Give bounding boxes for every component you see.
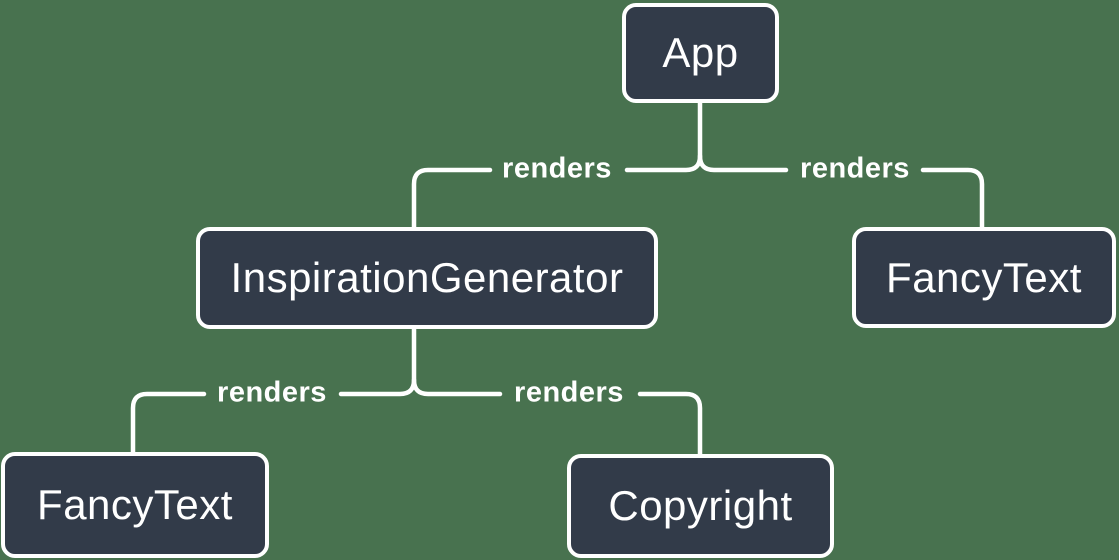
node-copyright: Copyright [567, 454, 834, 558]
connector-app-to-fancytext [697, 153, 985, 230]
edge-label-inspirationgenerator-fancytext: renders [217, 376, 327, 409]
edge-label-app-inspirationgenerator: renders [502, 152, 612, 185]
node-inspiration-generator-label: InspirationGenerator [230, 254, 624, 301]
connector-inspirationgenerator-to-copyright [411, 377, 703, 457]
node-fancy-text-bottom-label: FancyText [37, 481, 233, 528]
edge-label-inspirationgenerator-copyright: renders [514, 376, 624, 409]
node-app: App [622, 3, 779, 103]
edge-label-app-fancytext: renders [800, 152, 910, 185]
node-fancy-text-bottom: FancyText [1, 452, 269, 558]
node-copyright-label: Copyright [608, 482, 793, 529]
node-fancy-text-top-label: FancyText [886, 253, 1082, 301]
node-app-label: App [662, 29, 739, 76]
node-fancy-text-top: FancyText [852, 227, 1116, 328]
node-inspiration-generator: InspirationGenerator [196, 227, 658, 329]
